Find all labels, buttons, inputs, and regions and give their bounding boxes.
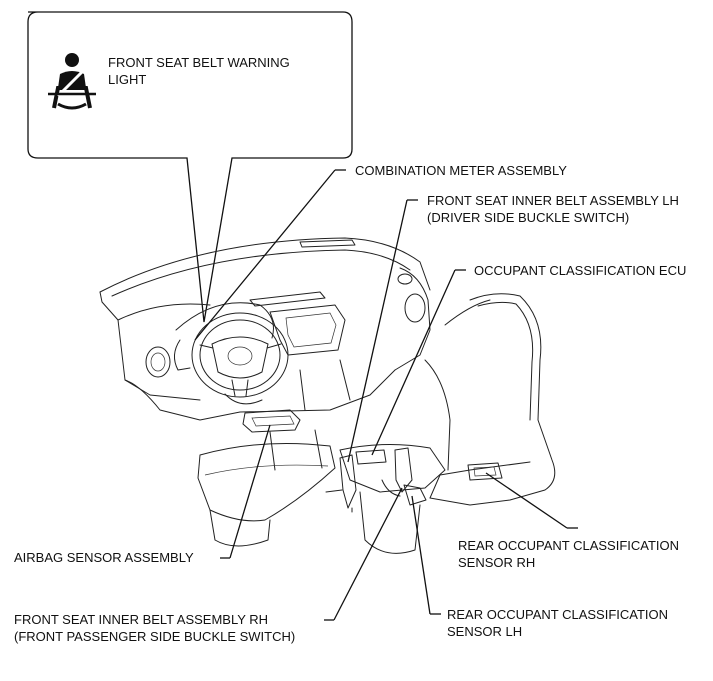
warning-light-label-line2: LIGHT (108, 72, 146, 87)
rear-sensor-lh-label-line1: REAR OCCUPANT CLASSIFICATION (447, 607, 668, 622)
occupant-ecu-label: OCCUPANT CLASSIFICATION ECU (474, 263, 686, 278)
inner-belt-rh-label-line2: (FRONT PASSENGER SIDE BUCKLE SWITCH) (14, 629, 295, 644)
inner-belt-rh-label-line1: FRONT SEAT INNER BELT ASSEMBLY RH (14, 612, 268, 627)
rear-sensor-rh-label-line2: SENSOR RH (458, 555, 535, 570)
combination-meter-label: COMBINATION METER ASSEMBLY (355, 163, 567, 178)
inner-belt-lh-label-line1: FRONT SEAT INNER BELT ASSEMBLY LH (427, 193, 679, 208)
warning-light-callout: FRONT SEAT BELT WARNING LIGHT (27, 11, 353, 323)
seat-belt-warning-icon (48, 53, 96, 110)
leader-lines (194, 169, 578, 621)
rear-sensor-lh-label-line2: SENSOR LH (447, 624, 522, 639)
vehicle-interior-drawing (99, 237, 556, 554)
warning-light-label-line1: FRONT SEAT BELT WARNING (108, 55, 290, 70)
rear-sensor-rh-label-line1: REAR OCCUPANT CLASSIFICATION (458, 538, 679, 553)
airbag-sensor-label: AIRBAG SENSOR ASSEMBLY (14, 550, 194, 565)
inner-belt-lh-label-line2: (DRIVER SIDE BUCKLE SWITCH) (427, 210, 629, 225)
